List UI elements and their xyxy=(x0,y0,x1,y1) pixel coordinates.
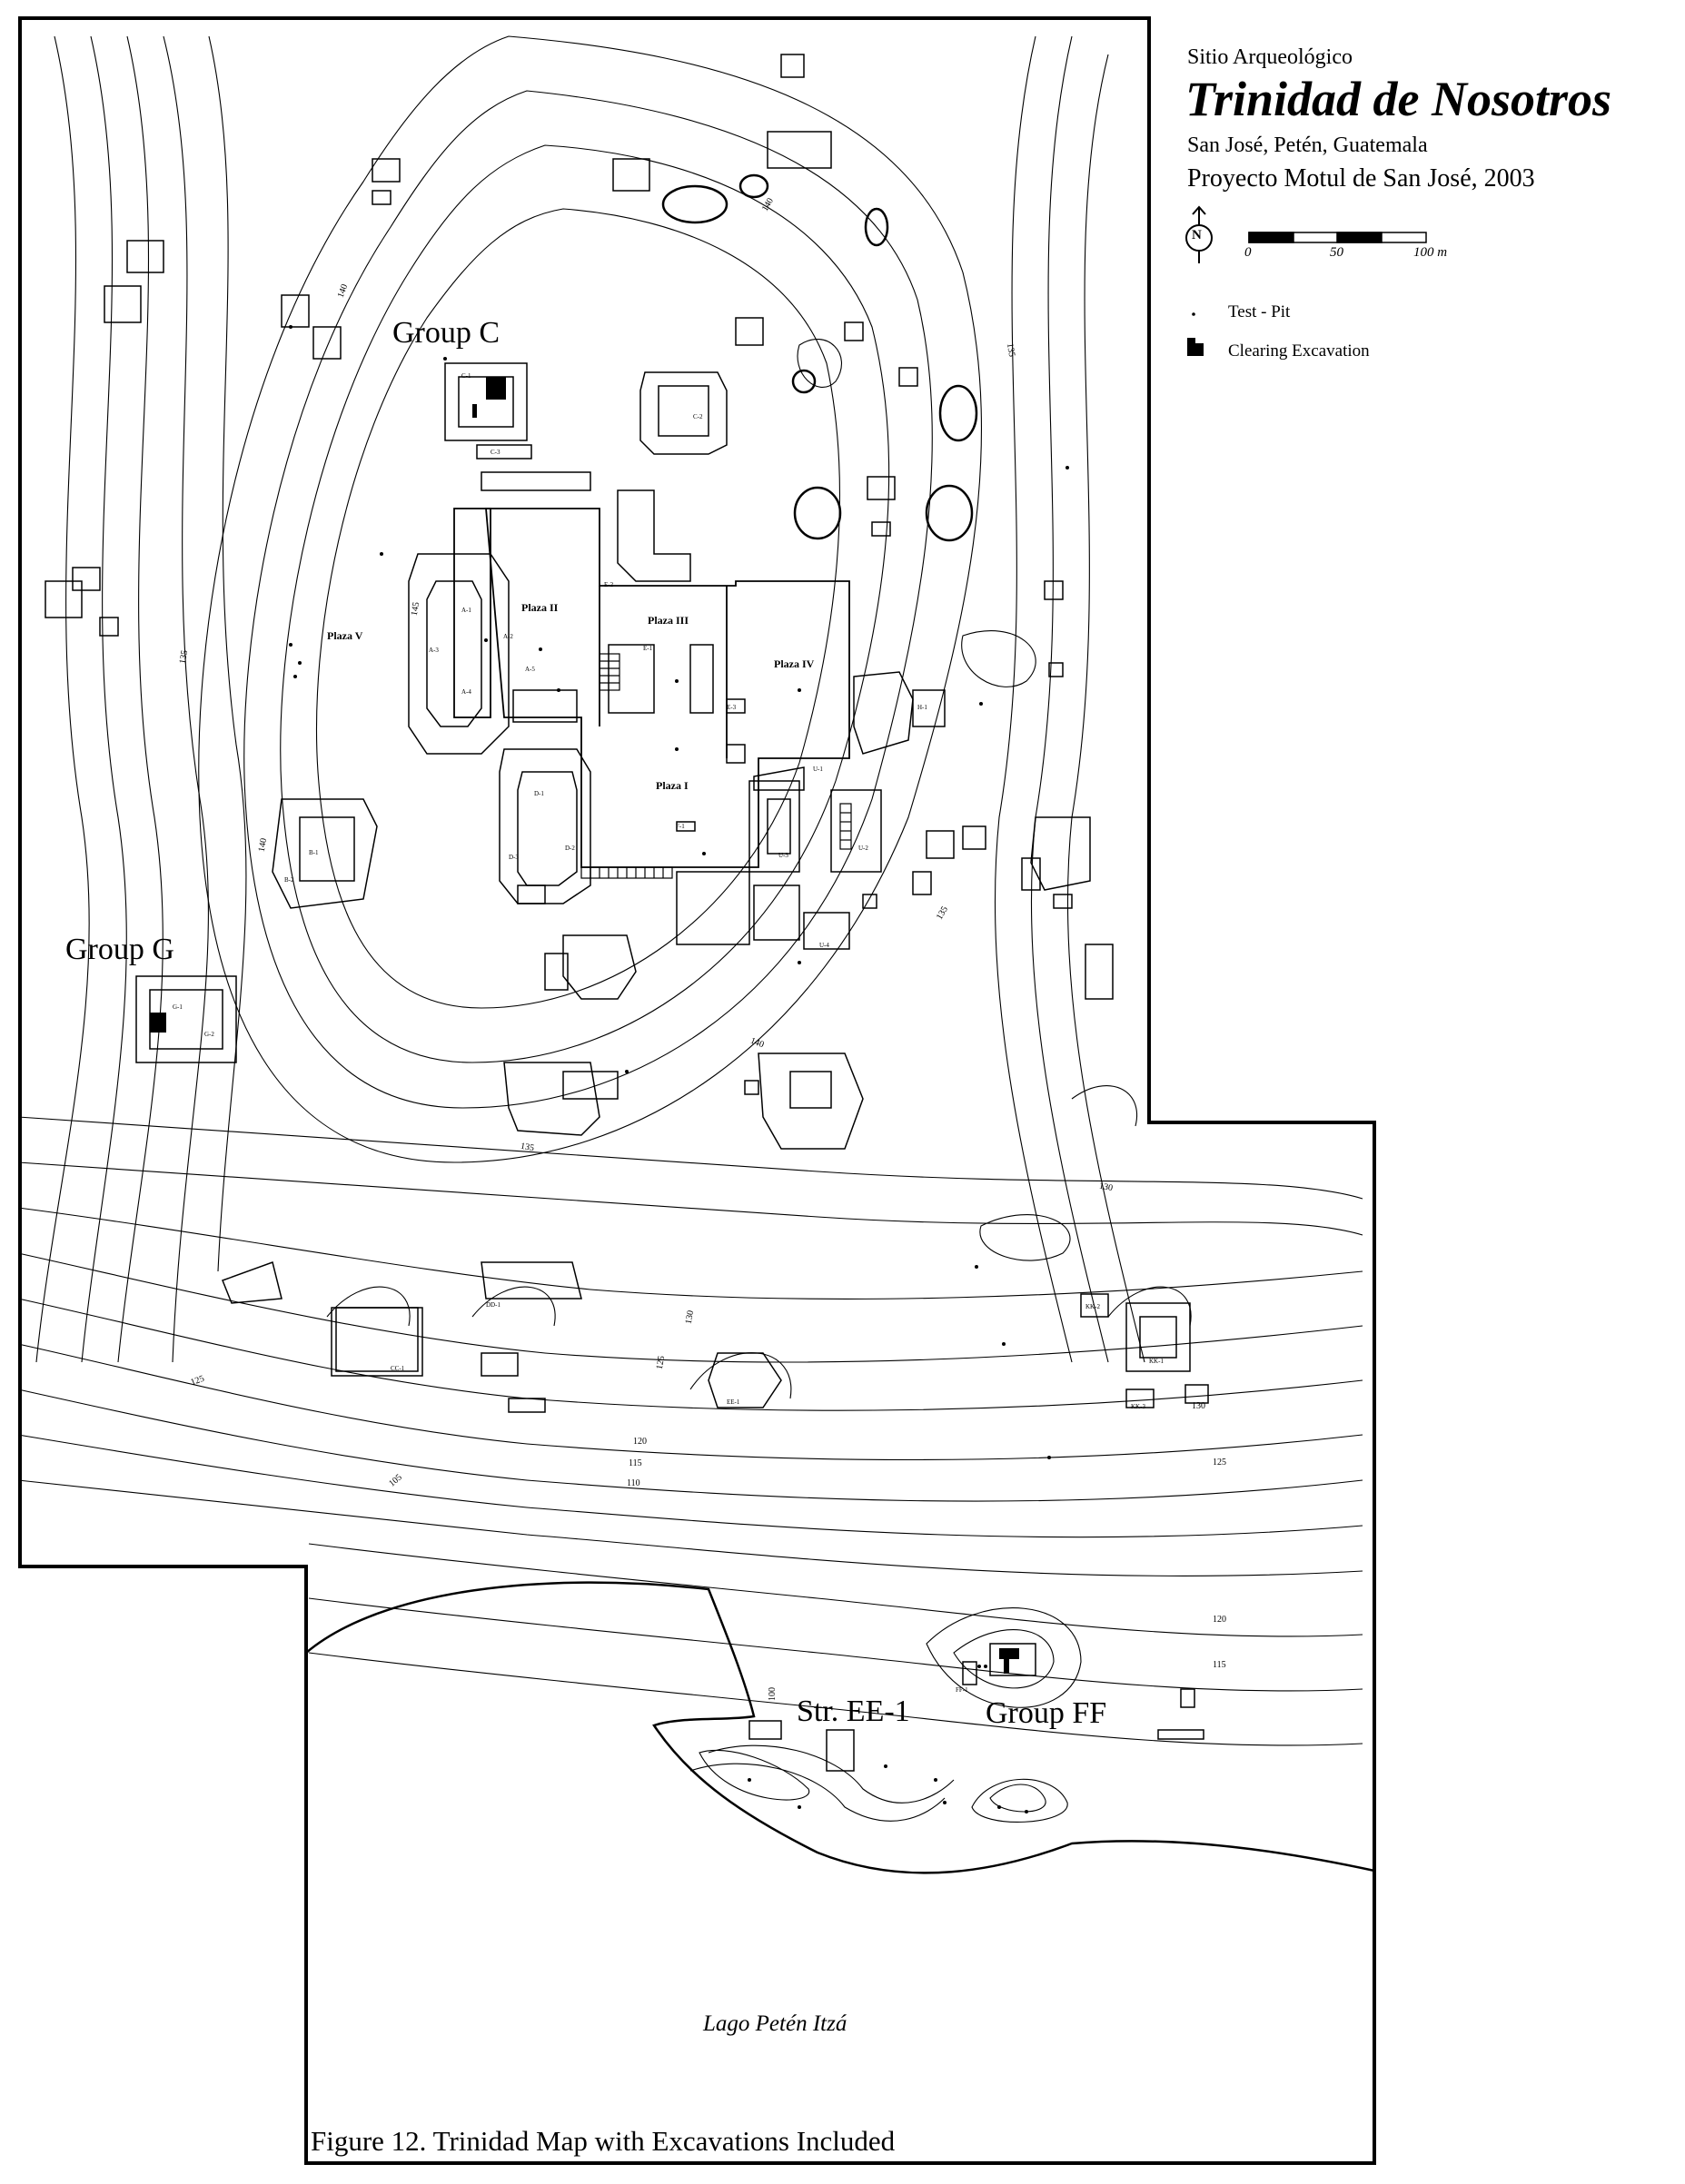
structure-label: A-5 xyxy=(525,666,535,673)
clearing-excavation-icon xyxy=(1187,338,1204,356)
label-plaza-iii: Plaza III xyxy=(648,614,689,627)
structure-label: A-3 xyxy=(429,647,439,654)
label-group-ff: Group FF xyxy=(986,1696,1107,1730)
structure-label: D-2 xyxy=(565,845,575,852)
map-project: Proyecto Motul de San José, 2003 xyxy=(1187,164,1535,193)
staircases xyxy=(580,653,852,879)
structure-label: E-1 xyxy=(643,645,653,652)
legend-clearing-excavation-label: Clearing Excavation xyxy=(1228,341,1370,361)
scale-label-50: 50 xyxy=(1330,245,1343,260)
map-subtitle: Sitio Arqueológico xyxy=(1187,45,1353,69)
structure-label: G-2 xyxy=(204,1031,214,1038)
aguadas xyxy=(661,173,978,542)
structure-label: U-2 xyxy=(858,845,868,852)
test-pits xyxy=(289,325,1069,1813)
test-pit-dot-icon xyxy=(1192,312,1195,316)
structure-label: E-3 xyxy=(727,704,737,711)
scale-label-0: 0 xyxy=(1244,245,1252,260)
structure-label: FF-1 xyxy=(956,1686,968,1694)
structures xyxy=(45,54,1209,1772)
structure-label: F-1 xyxy=(676,823,685,830)
north-arrow-icon xyxy=(1185,205,1213,263)
contour-label: 115 xyxy=(629,1458,642,1468)
structure-label: KK-3 xyxy=(1131,1403,1145,1410)
structure-label: D-3 xyxy=(509,854,519,861)
structure-label: A-2 xyxy=(503,633,513,640)
structure-label: EE-1 xyxy=(727,1398,740,1406)
contour-label: 115 xyxy=(1213,1660,1226,1670)
structure-label: B-1 xyxy=(309,849,319,856)
lake-shoreline xyxy=(305,1581,1375,1874)
site-boundary xyxy=(18,16,1376,2165)
label-plaza-v: Plaza V xyxy=(327,629,363,642)
structure-label: A-4 xyxy=(461,688,471,696)
clearing-excavations xyxy=(150,377,1019,1674)
contour-label: 110 xyxy=(627,1478,640,1488)
contour-label: 100 xyxy=(768,1687,778,1701)
legend-test-pit-label: Test - Pit xyxy=(1228,302,1291,321)
label-group-c: Group C xyxy=(392,316,501,350)
structure-label: G-1 xyxy=(173,1003,183,1011)
label-str-ee1: Str. EE-1 xyxy=(797,1695,910,1728)
structure-label: D-1 xyxy=(534,790,544,797)
contour-label: 130 xyxy=(1098,1181,1114,1194)
contour-label: 135 xyxy=(1004,342,1017,358)
figure-caption: Figure 12. Trinidad Map with Excavations… xyxy=(311,2125,896,2157)
label-group-g: Group G xyxy=(65,933,174,966)
contour-label: 135 xyxy=(520,1141,535,1154)
lake-label: Lago Petén Itzá xyxy=(703,2011,847,2036)
map-location: San José, Petén, Guatemala xyxy=(1187,133,1428,157)
north-arrow-label: N xyxy=(1192,228,1202,242)
structure-label: C-3 xyxy=(491,449,501,456)
structure-label: KK-1 xyxy=(1149,1358,1164,1365)
map-title: Trinidad de Nosotros xyxy=(1185,72,1612,126)
contour-label: 120 xyxy=(1213,1615,1226,1625)
contour-label: 120 xyxy=(633,1437,647,1447)
structure-label: H-1 xyxy=(917,704,927,711)
structure-label: U-3 xyxy=(778,852,788,859)
structure-label: DD-1 xyxy=(486,1301,501,1309)
scale-bar xyxy=(1248,232,1427,243)
structure-label: CC-1 xyxy=(391,1365,405,1372)
structure-label: U-1 xyxy=(813,766,823,773)
structure-label: KK-2 xyxy=(1085,1303,1100,1310)
structure-label: C-2 xyxy=(693,413,703,420)
structure-label: E-2 xyxy=(604,581,614,588)
contour-label: 125 xyxy=(1213,1458,1226,1468)
label-plaza-ii: Plaza II xyxy=(521,601,559,614)
label-plaza-i: Plaza I xyxy=(656,779,689,792)
contour-label: 130 xyxy=(1192,1401,1205,1411)
structure-label: C-1 xyxy=(461,372,471,380)
structure-label: B-2 xyxy=(284,876,294,884)
structure-label: A-1 xyxy=(461,607,471,614)
label-plaza-iv: Plaza IV xyxy=(774,657,815,670)
scale-label-100: 100 m xyxy=(1413,245,1448,260)
contour-lines xyxy=(17,35,1363,1823)
structure-label: U-4 xyxy=(819,942,829,949)
